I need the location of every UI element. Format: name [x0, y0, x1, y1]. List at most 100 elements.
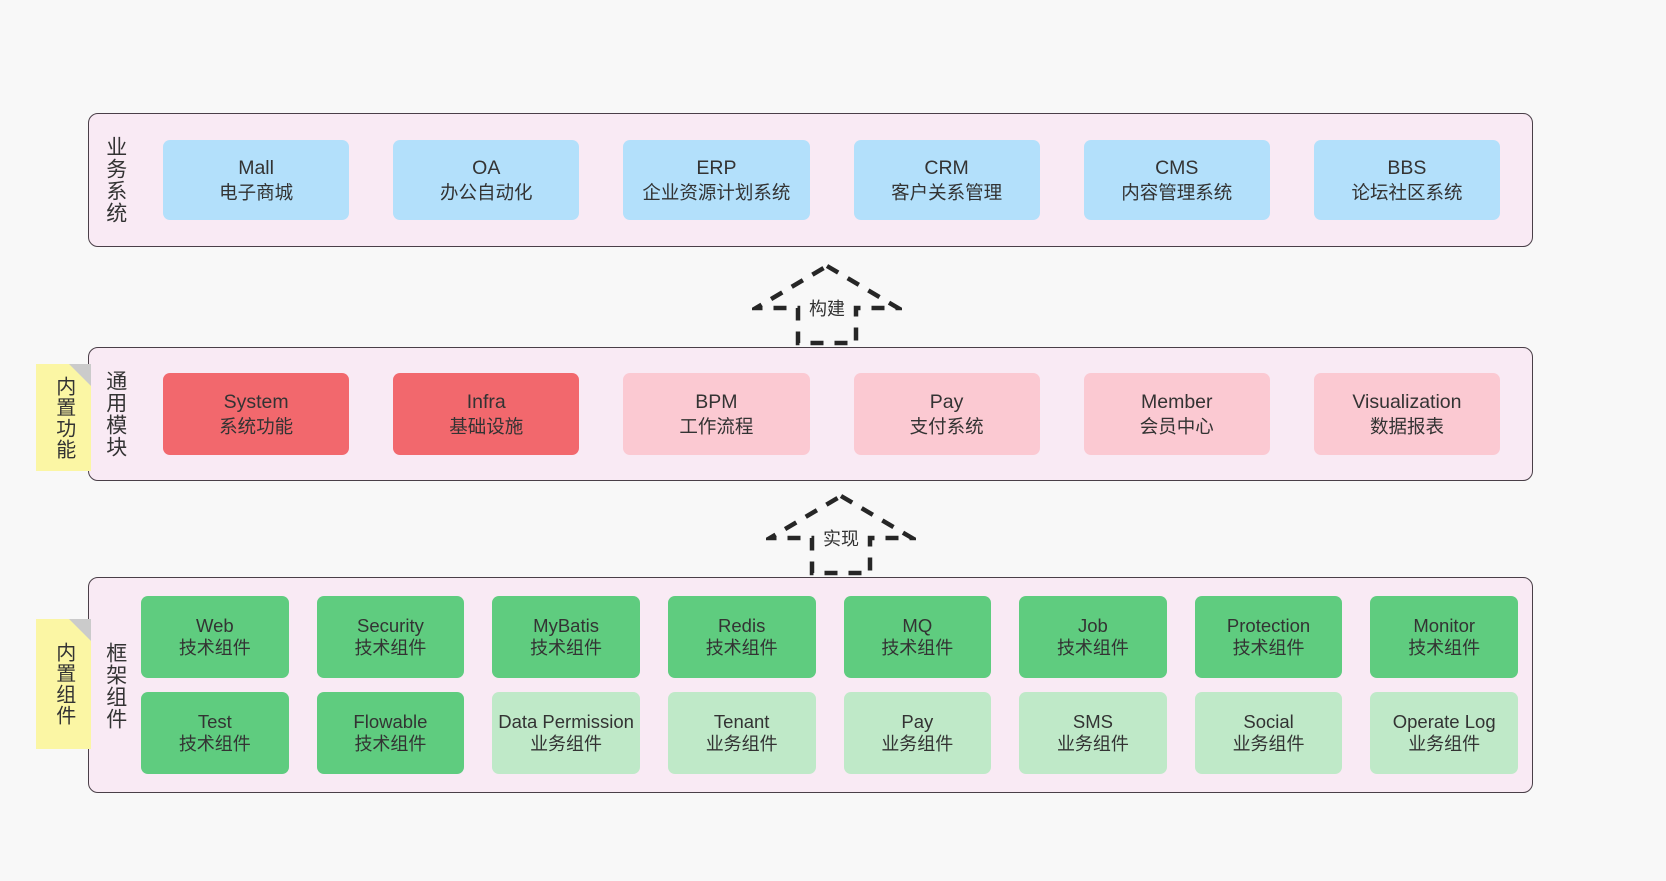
note-builtin-functions: 内置功能	[36, 364, 91, 471]
layer-common-label-wrap: 通用模块	[89, 348, 141, 480]
node-title-cn: 系统功能	[219, 415, 294, 437]
node-title-cn: 技术组件	[705, 638, 778, 659]
node-title-cn: 技术组件	[1056, 638, 1129, 659]
layer-business-label: 业务系统	[103, 136, 127, 224]
node-title-cn: 数据报表	[1369, 415, 1444, 437]
node-title-en: BPM	[695, 391, 738, 414]
node-title-cn: 技术组件	[354, 638, 427, 659]
node-title-cn: 电子商城	[219, 181, 294, 203]
node-title-cn: 技术组件	[1232, 638, 1305, 659]
node-title-en: Tenant	[713, 711, 770, 733]
node-title-cn: 支付系统	[909, 415, 984, 437]
node-title-en: Operate Log	[1392, 711, 1496, 733]
node-title-cn: 工作流程	[679, 415, 754, 437]
node-title-en: Flowable	[353, 711, 428, 733]
node-title-cn: 基础设施	[449, 415, 524, 437]
node-title-cn: 业务组件	[1408, 734, 1481, 755]
note-builtin-functions-label: 内置功能	[52, 375, 75, 460]
layer-framework-label-wrap: 框架组件	[89, 578, 141, 794]
node-title-en: Test	[197, 711, 232, 733]
node-title-en: Mall	[238, 157, 274, 180]
layer-common-label: 通用模块	[103, 370, 127, 458]
node-title-en: Pay	[901, 711, 934, 733]
node-title-en: MQ	[902, 615, 933, 637]
node-title-en: Job	[1078, 615, 1108, 637]
node-title-cn: 会员中心	[1139, 415, 1214, 437]
note-builtin-components: 内置组件	[36, 619, 91, 749]
node-title-cn: 技术组件	[178, 638, 251, 659]
arrow-implement-label: 实现	[823, 529, 859, 549]
node-title-en: ERP	[696, 157, 737, 180]
node-title-cn: 技术组件	[881, 638, 954, 659]
node-title-en: Social	[1243, 711, 1294, 733]
node-title-en: Security	[357, 615, 424, 637]
node-title-cn: 技术组件	[530, 638, 603, 659]
node-title-cn: 技术组件	[178, 734, 251, 755]
node-title-cn: 内容管理系统	[1121, 181, 1233, 203]
node-title-cn: 业务组件	[1056, 734, 1129, 755]
node-title-cn: 企业资源计划系统	[642, 181, 791, 203]
node-title-cn: 业务组件	[881, 734, 954, 755]
node-title-en: MyBatis	[533, 615, 599, 637]
node-title-en: SMS	[1072, 711, 1113, 733]
node-title-en: Protection	[1226, 615, 1311, 637]
arrow-build-label: 构建	[809, 299, 845, 319]
node-title-en: Monitor	[1413, 615, 1476, 637]
node-title-en: System	[223, 391, 289, 414]
note-builtin-components-label: 内置组件	[52, 642, 75, 726]
arrow-build: 构建	[752, 262, 902, 347]
layer-framework-label: 框架组件	[103, 642, 127, 730]
node-title-en: Web	[195, 615, 234, 637]
node-title-cn: 技术组件	[1408, 638, 1481, 659]
node-title-en: Visualization	[1352, 391, 1462, 414]
node-title-cn: 业务组件	[530, 734, 603, 755]
node-title-cn: 办公自动化	[440, 181, 533, 203]
node-title-en: CRM	[924, 157, 969, 180]
note-fold-corner-icon	[69, 619, 91, 641]
layer-business-label-wrap: 业务系统	[89, 114, 141, 246]
node-title-en: Data Permission	[498, 711, 634, 733]
node-title-en: CMS	[1155, 157, 1199, 180]
node-title-en: Infra	[466, 391, 506, 414]
node-title-en: OA	[472, 157, 501, 180]
node-title-cn: 论坛社区系统	[1351, 181, 1463, 203]
node-title-cn: 业务组件	[705, 734, 778, 755]
node-title-cn: 技术组件	[354, 734, 427, 755]
